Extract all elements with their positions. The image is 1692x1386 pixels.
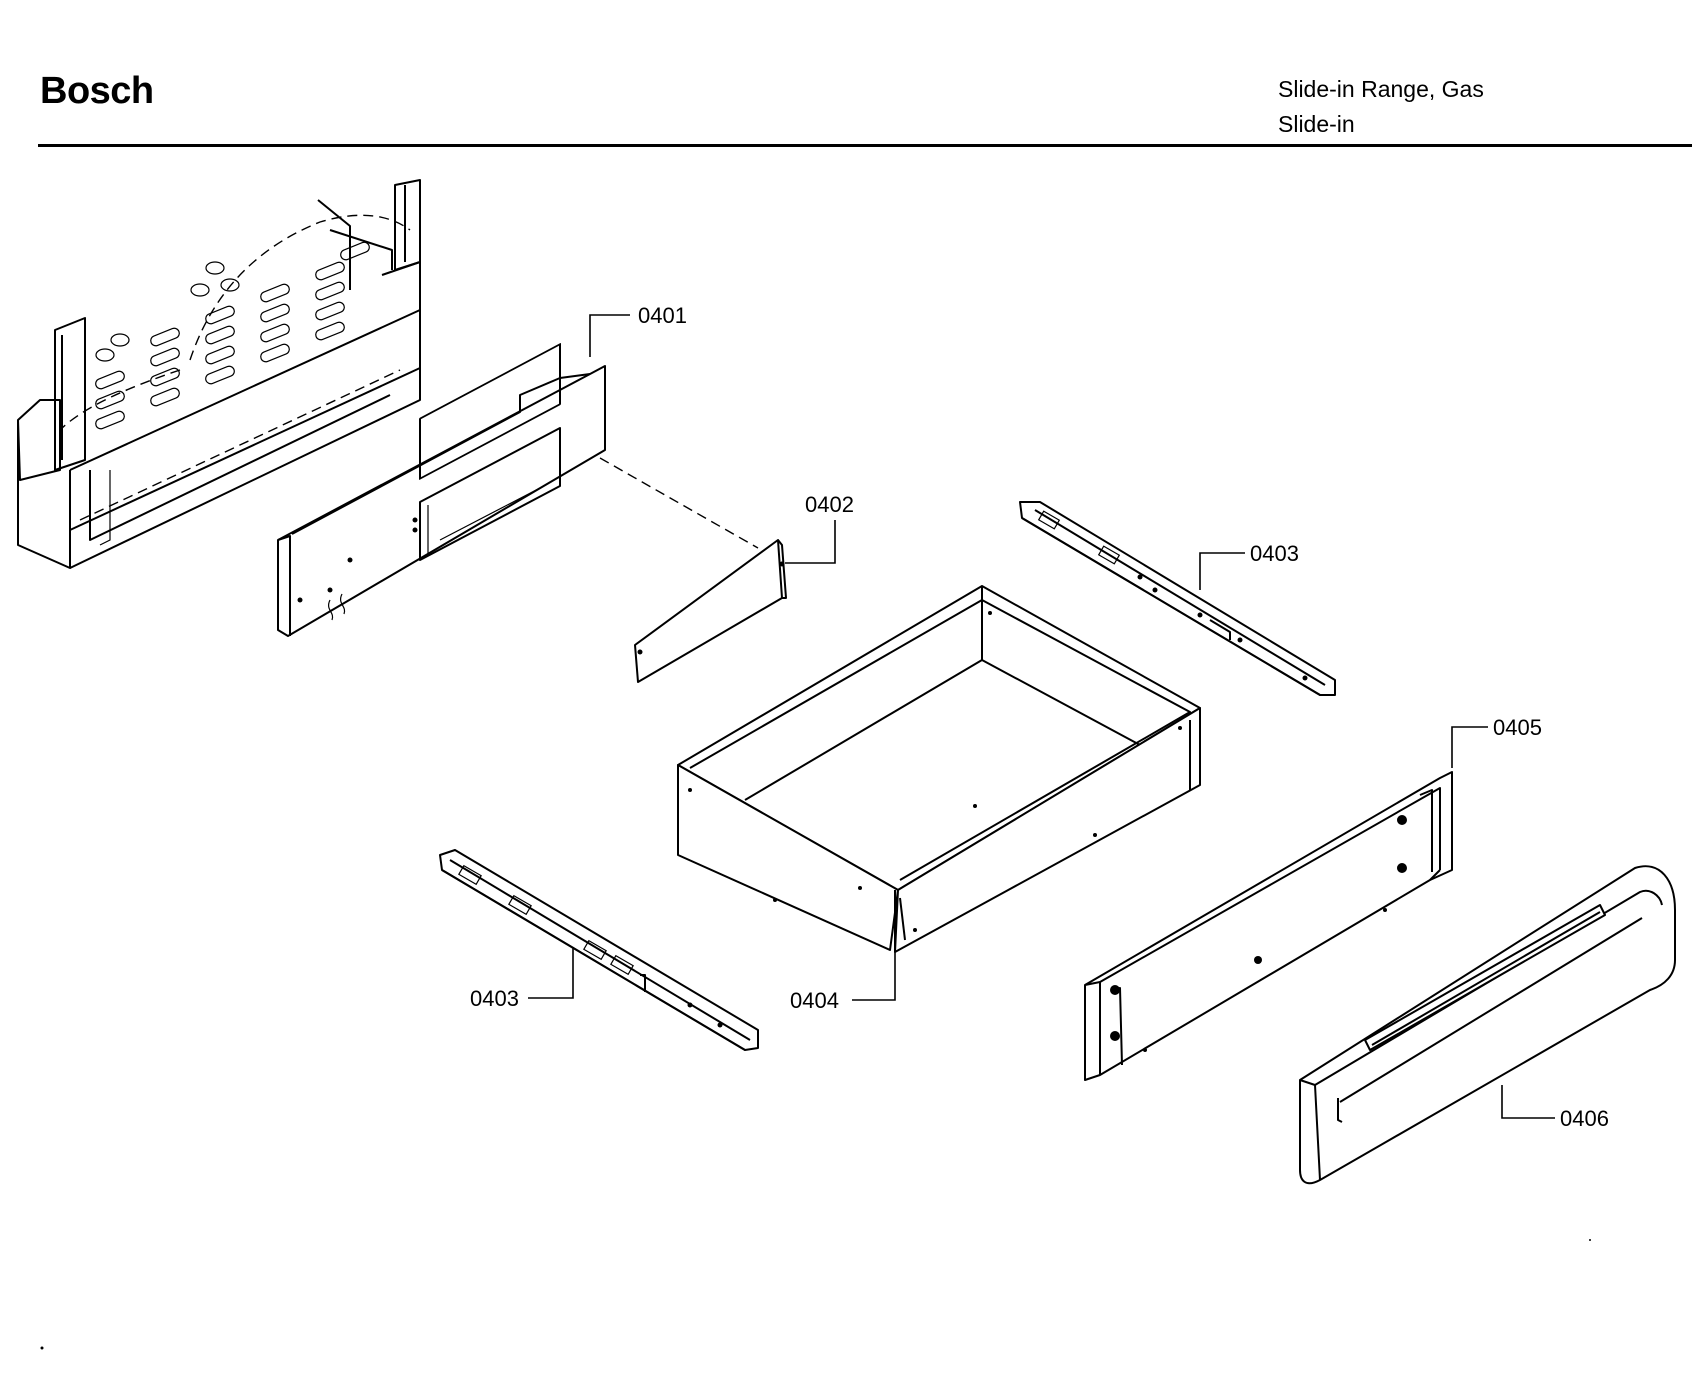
part-0403-slide-rail-right xyxy=(1019,501,1336,696)
part-0402-cover-plate xyxy=(634,539,787,683)
callout-0403-lower: 0403 xyxy=(470,986,519,1011)
callout-0406: 0406 xyxy=(1560,1106,1609,1131)
part-0404-drawer-box xyxy=(677,585,1201,953)
part-0403-slide-rail-left xyxy=(439,849,759,1051)
model-description: Slide-in Range, Gas Slide-in xyxy=(1278,72,1484,142)
callout-0403-upper: 0403 xyxy=(1250,541,1299,566)
stray-mark xyxy=(1589,1239,1591,1241)
part-0401-drawer-back-panel xyxy=(277,343,759,637)
range-body-illustration xyxy=(17,179,421,569)
model-line-2: Slide-in xyxy=(1278,111,1355,137)
callout-0401: 0401 xyxy=(638,303,687,328)
brand-name: Bosch xyxy=(40,70,154,112)
model-line-1: Slide-in Range, Gas xyxy=(1278,76,1484,102)
header-rule xyxy=(38,144,1692,147)
stray-mark xyxy=(40,1346,44,1350)
callout-0405: 0405 xyxy=(1493,715,1542,740)
part-0406-drawer-front-panel xyxy=(1299,865,1676,1185)
callout-leaders xyxy=(528,314,1555,1119)
part-0405-drawer-inner-front xyxy=(1084,771,1453,1081)
callout-0402: 0402 xyxy=(805,492,854,517)
callout-0404: 0404 xyxy=(790,988,839,1013)
